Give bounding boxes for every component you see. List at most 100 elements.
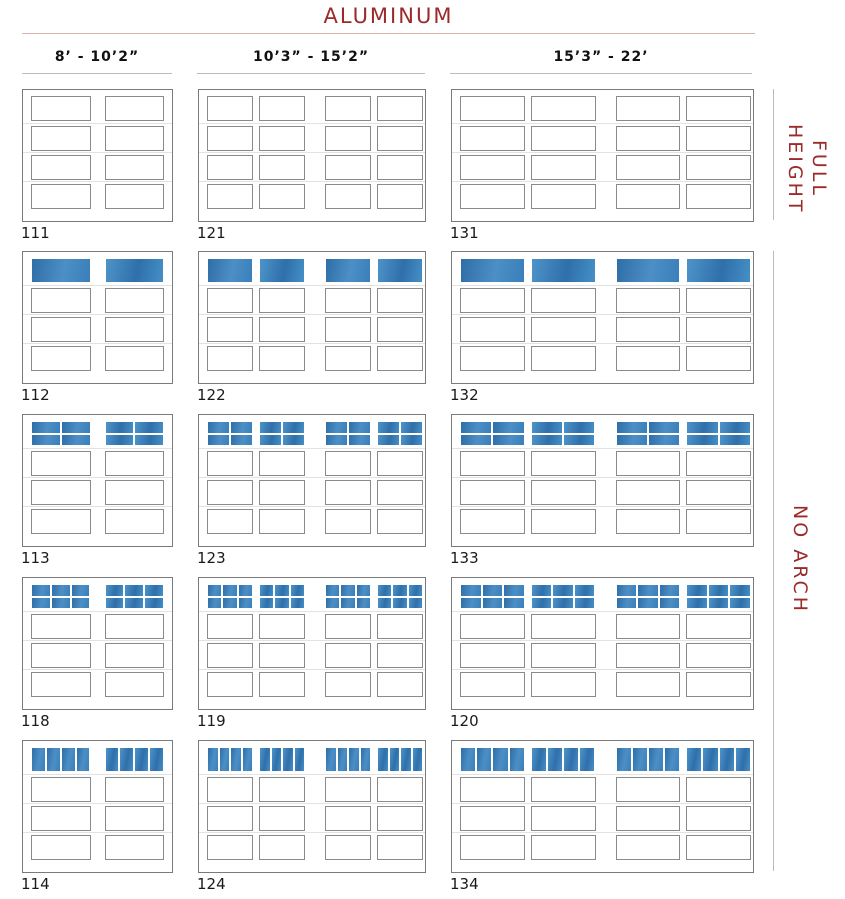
glass-window-pane: [377, 596, 393, 609]
glass-window-pane: [508, 747, 525, 772]
solid-panel: [104, 184, 164, 209]
glass-window-pane: [259, 596, 275, 609]
solid-panel: [530, 155, 596, 180]
door-design-122[interactable]: [198, 251, 426, 384]
glass-window-pane: [407, 584, 423, 597]
solid-panel: [207, 835, 253, 860]
solid-panel: [377, 614, 423, 639]
door-design-118[interactable]: [22, 577, 173, 710]
section-seam: [452, 477, 753, 478]
model-number-119: 119: [197, 712, 226, 730]
glass-window-pane: [230, 747, 242, 772]
model-number-123: 123: [197, 549, 226, 567]
solid-panel: [31, 451, 91, 476]
glass-window-pane: [579, 747, 596, 772]
glass-window-pane: [718, 747, 735, 772]
solid-panel: [530, 806, 596, 831]
solid-panel: [377, 288, 423, 313]
solid-panel: [530, 614, 596, 639]
glass-window-pane: [658, 584, 681, 597]
door-design-124[interactable]: [198, 740, 426, 873]
model-number-132: 132: [450, 386, 479, 404]
glass-window-pane: [460, 421, 493, 434]
glass-window-pane: [31, 596, 51, 609]
solid-panel: [615, 288, 681, 313]
solid-panel: [377, 96, 423, 121]
solid-panel: [207, 509, 253, 534]
glass-window-pane: [492, 421, 525, 434]
glass-window-pane: [563, 421, 596, 434]
solid-panel: [460, 480, 525, 505]
glass-window-pane: [492, 747, 509, 772]
glass-window-pane: [563, 747, 580, 772]
solid-panel: [207, 346, 253, 371]
solid-panel: [31, 835, 91, 860]
solid-panel: [325, 643, 371, 668]
door-design-120[interactable]: [451, 577, 754, 710]
solid-panel: [615, 777, 681, 802]
section-seam: [452, 123, 753, 124]
solid-panel: [530, 126, 596, 151]
solid-panel: [460, 777, 525, 802]
solid-panel: [460, 835, 525, 860]
section-seam: [452, 774, 753, 775]
door-design-113[interactable]: [22, 414, 173, 547]
solid-panel: [104, 96, 164, 121]
door-design-131[interactable]: [451, 89, 754, 222]
glass-window-pane: [647, 433, 681, 446]
door-design-119[interactable]: [198, 577, 426, 710]
solid-panel: [686, 835, 752, 860]
solid-panel: [31, 346, 91, 371]
solid-panel: [460, 346, 525, 371]
glass-window-pane: [259, 433, 282, 446]
model-number-118: 118: [21, 712, 50, 730]
glass-window-pane: [615, 421, 648, 434]
glass-window-pane: [348, 747, 360, 772]
door-design-132[interactable]: [451, 251, 754, 384]
door-design-134[interactable]: [451, 740, 754, 873]
door-design-112[interactable]: [22, 251, 173, 384]
glass-window-pane: [460, 747, 477, 772]
door-design-121[interactable]: [198, 89, 426, 222]
solid-panel: [686, 288, 752, 313]
section-seam: [199, 611, 425, 612]
solid-panel: [460, 317, 525, 342]
door-design-123[interactable]: [198, 414, 426, 547]
column-header-large: 15’3” - 22’: [553, 49, 649, 65]
solid-panel: [325, 614, 371, 639]
glass-window-pane: [552, 596, 574, 609]
solid-panel: [207, 184, 253, 209]
glass-window-pane: [134, 433, 165, 446]
glass-window-pane: [707, 596, 730, 609]
door-design-114[interactable]: [22, 740, 173, 873]
solid-panel: [31, 777, 91, 802]
section-seam: [23, 774, 172, 775]
solid-panel: [104, 777, 164, 802]
glass-window-pane: [45, 747, 61, 772]
solid-panel: [259, 184, 305, 209]
glass-window-pane: [237, 596, 253, 609]
door-design-133[interactable]: [451, 414, 754, 547]
section-seam: [199, 640, 425, 641]
glass-window-pane: [274, 584, 290, 597]
glass-window-pane: [325, 596, 341, 609]
glass-window-pane: [718, 433, 751, 446]
solid-panel: [325, 777, 371, 802]
solid-panel: [530, 509, 596, 534]
glass-window-pane: [340, 596, 356, 609]
glass-window-pane: [702, 747, 719, 772]
glass-window-pane: [230, 421, 253, 434]
solid-panel: [31, 317, 91, 342]
glass-window-pane: [377, 433, 400, 446]
glass-window-pane: [218, 747, 230, 772]
glass-window-pane: [377, 421, 400, 434]
solid-panel: [104, 155, 164, 180]
section-seam: [199, 669, 425, 670]
solid-panel: [530, 777, 596, 802]
solid-panel: [377, 509, 423, 534]
solid-panel: [615, 451, 681, 476]
section-seam: [199, 803, 425, 804]
glass-window-pane: [259, 747, 271, 772]
section-seam: [23, 506, 172, 507]
door-design-111[interactable]: [22, 89, 173, 222]
